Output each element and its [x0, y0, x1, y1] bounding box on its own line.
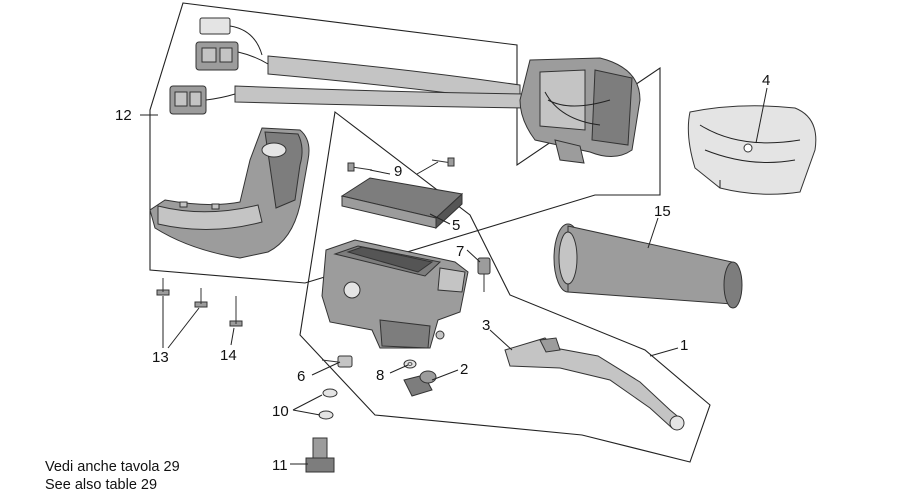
brake-light-switch — [321, 355, 353, 368]
callout-2: 2 — [460, 361, 468, 378]
callout-4: 4 — [762, 72, 770, 89]
callout-6: 6 — [297, 368, 305, 385]
see-also-note-italian: Vedi anche tavola 29 — [45, 459, 180, 475]
master-cylinder-body — [321, 239, 469, 349]
callout-labels: 12 4 15 9 5 7 3 1 2 8 6 10 11 13 14 — [115, 72, 770, 474]
mounting-screw-14 — [229, 296, 243, 327]
banjo-bolt — [305, 437, 335, 473]
sealing-washers — [318, 388, 338, 420]
callout-12: 12 — [115, 107, 132, 124]
washer — [403, 359, 417, 369]
handlebar-grip — [553, 223, 743, 309]
brake-lever — [504, 337, 685, 431]
lever-pivot-bolt — [477, 257, 491, 292]
reservoir-cap-screws — [347, 157, 455, 172]
reservoir-cap — [340, 177, 464, 230]
callout-11: 11 — [272, 457, 288, 474]
switch-body-cover — [149, 127, 310, 259]
callout-1: 1 — [680, 337, 688, 354]
callout-7: 7 — [456, 243, 464, 260]
mounting-screws-13 — [156, 278, 208, 308]
leader-lines — [140, 87, 768, 465]
switch-housing-assembly — [169, 17, 641, 164]
callout-3: 3 — [482, 317, 490, 334]
callout-13: 13 — [152, 349, 169, 366]
callout-10: 10 — [272, 403, 289, 420]
callout-9: 9 — [394, 163, 402, 180]
callout-8: 8 — [376, 367, 384, 384]
group-frame-lower-center — [299, 111, 711, 463]
see-also-note-english: See also table 29 — [45, 477, 158, 493]
callout-14: 14 — [220, 347, 237, 364]
callout-5: 5 — [452, 217, 460, 234]
callout-15: 15 — [654, 203, 671, 220]
lever-bushing — [403, 370, 437, 397]
rubber-boot — [687, 105, 817, 195]
